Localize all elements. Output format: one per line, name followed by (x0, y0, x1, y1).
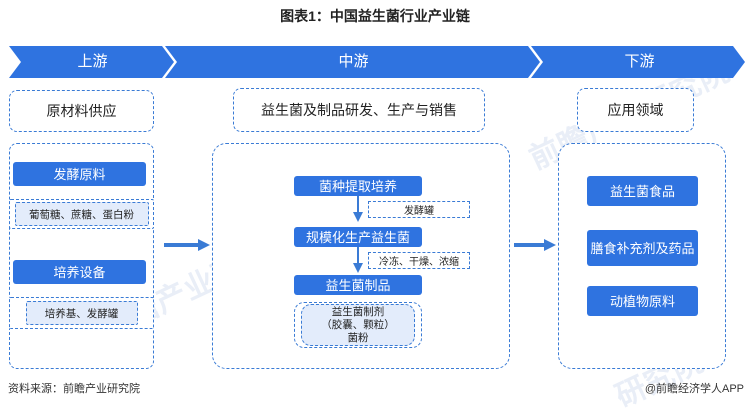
products-frame: 益生菌制剂 （胶囊、颗粒） 菌粉 (294, 302, 422, 348)
downstream-chevron (531, 46, 745, 78)
stage-downstream-label: 下游 (624, 53, 655, 70)
arrow-upstream-to-midstream (164, 239, 210, 251)
brand-note: @前瞻经济学人APP (644, 383, 744, 395)
downstream-header: 应用领域 (577, 88, 694, 132)
probiotic-products-step: 益生菌制品 (294, 275, 422, 295)
strain-extraction-step: 菌种提取培养 (294, 176, 422, 196)
product-line-1: 益生菌制剂 (331, 305, 385, 318)
upstream-header: 原材料供应 (9, 90, 154, 132)
application-probiotic-food: 益生菌食品 (587, 176, 698, 206)
stage-midstream-label: 中游 (338, 53, 369, 70)
product-line-3: 菌粉 (347, 331, 369, 344)
midstream-chevron (165, 46, 540, 78)
products-detail: 益生菌制剂 （胶囊、颗粒） 菌粉 (301, 304, 415, 346)
chart-title: 图表1：中国益生菌行业产业链 (280, 8, 470, 24)
scale-production-step: 规模化生产益生菌 (294, 227, 422, 247)
down-arrow (353, 247, 363, 273)
process-tag: 冷冻、干燥、浓缩 (368, 252, 470, 269)
product-line-2: （胶囊、颗粒） (321, 318, 395, 331)
stage-upstream-label: 上游 (77, 53, 108, 70)
culture-equipment-button: 培养设备 (13, 260, 146, 284)
application-supplements-drugs: 膳食补充剂及药品 (587, 230, 698, 266)
arrow-midstream-to-downstream (514, 239, 556, 251)
source-note: 资料来源：前瞻产业研究院 (8, 383, 140, 395)
equipment-items: 培养基、发酵罐 (25, 301, 138, 325)
raw-fermentation-button: 发酵原料 (13, 162, 146, 186)
application-animal-plant-materials: 动植物原料 (587, 286, 698, 316)
equipment-items-frame: 培养基、发酵罐 (9, 297, 154, 329)
down-arrow (353, 196, 363, 222)
upstream-chevron (9, 46, 174, 78)
fermenter-tag: 发酵罐 (368, 201, 470, 218)
fermentation-items-frame: 葡萄糖、蔗糖、蛋白粉 (9, 199, 154, 229)
stage-chevrons (9, 46, 745, 78)
midstream-header: 益生菌及制品研发、生产与销售 (233, 88, 485, 132)
fermentation-items: 葡萄糖、蔗糖、蛋白粉 (14, 202, 149, 226)
